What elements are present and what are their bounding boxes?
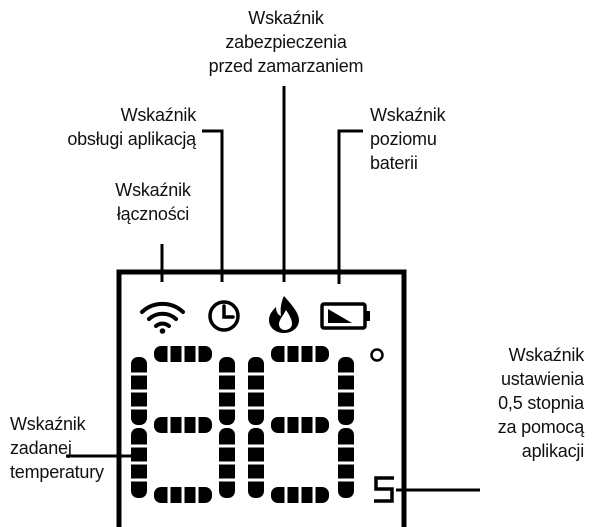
- frost-protection-label: Wskaźnik zabezpieczenia przed zamarzanie…: [208, 8, 364, 76]
- degree-symbol: [370, 348, 384, 362]
- leader-app-control: [202, 129, 224, 282]
- connectivity-label: Wskaźnik łączności: [115, 180, 191, 224]
- flame-icon: [269, 296, 299, 333]
- display-frame: [116, 269, 407, 527]
- half-degree-indicator: [374, 476, 394, 503]
- leader-lines: [66, 86, 480, 492]
- segment-gaps: [129, 344, 356, 505]
- wifi-icon: [140, 301, 185, 334]
- leader-battery: [337, 129, 363, 284]
- half-degree-label: Wskaźnik ustawienia 0,5 stopnia za pomoc…: [497, 345, 584, 461]
- battery-level-label: Wskaźnik poziomu baterii: [370, 105, 446, 173]
- clock-icon: [208, 300, 240, 332]
- set-temperature-label: Wskaźnik zadanej temperatury: [10, 414, 104, 482]
- battery-icon: [320, 302, 370, 330]
- app-control-label: Wskaźnik obsługi aplikacją: [67, 105, 196, 149]
